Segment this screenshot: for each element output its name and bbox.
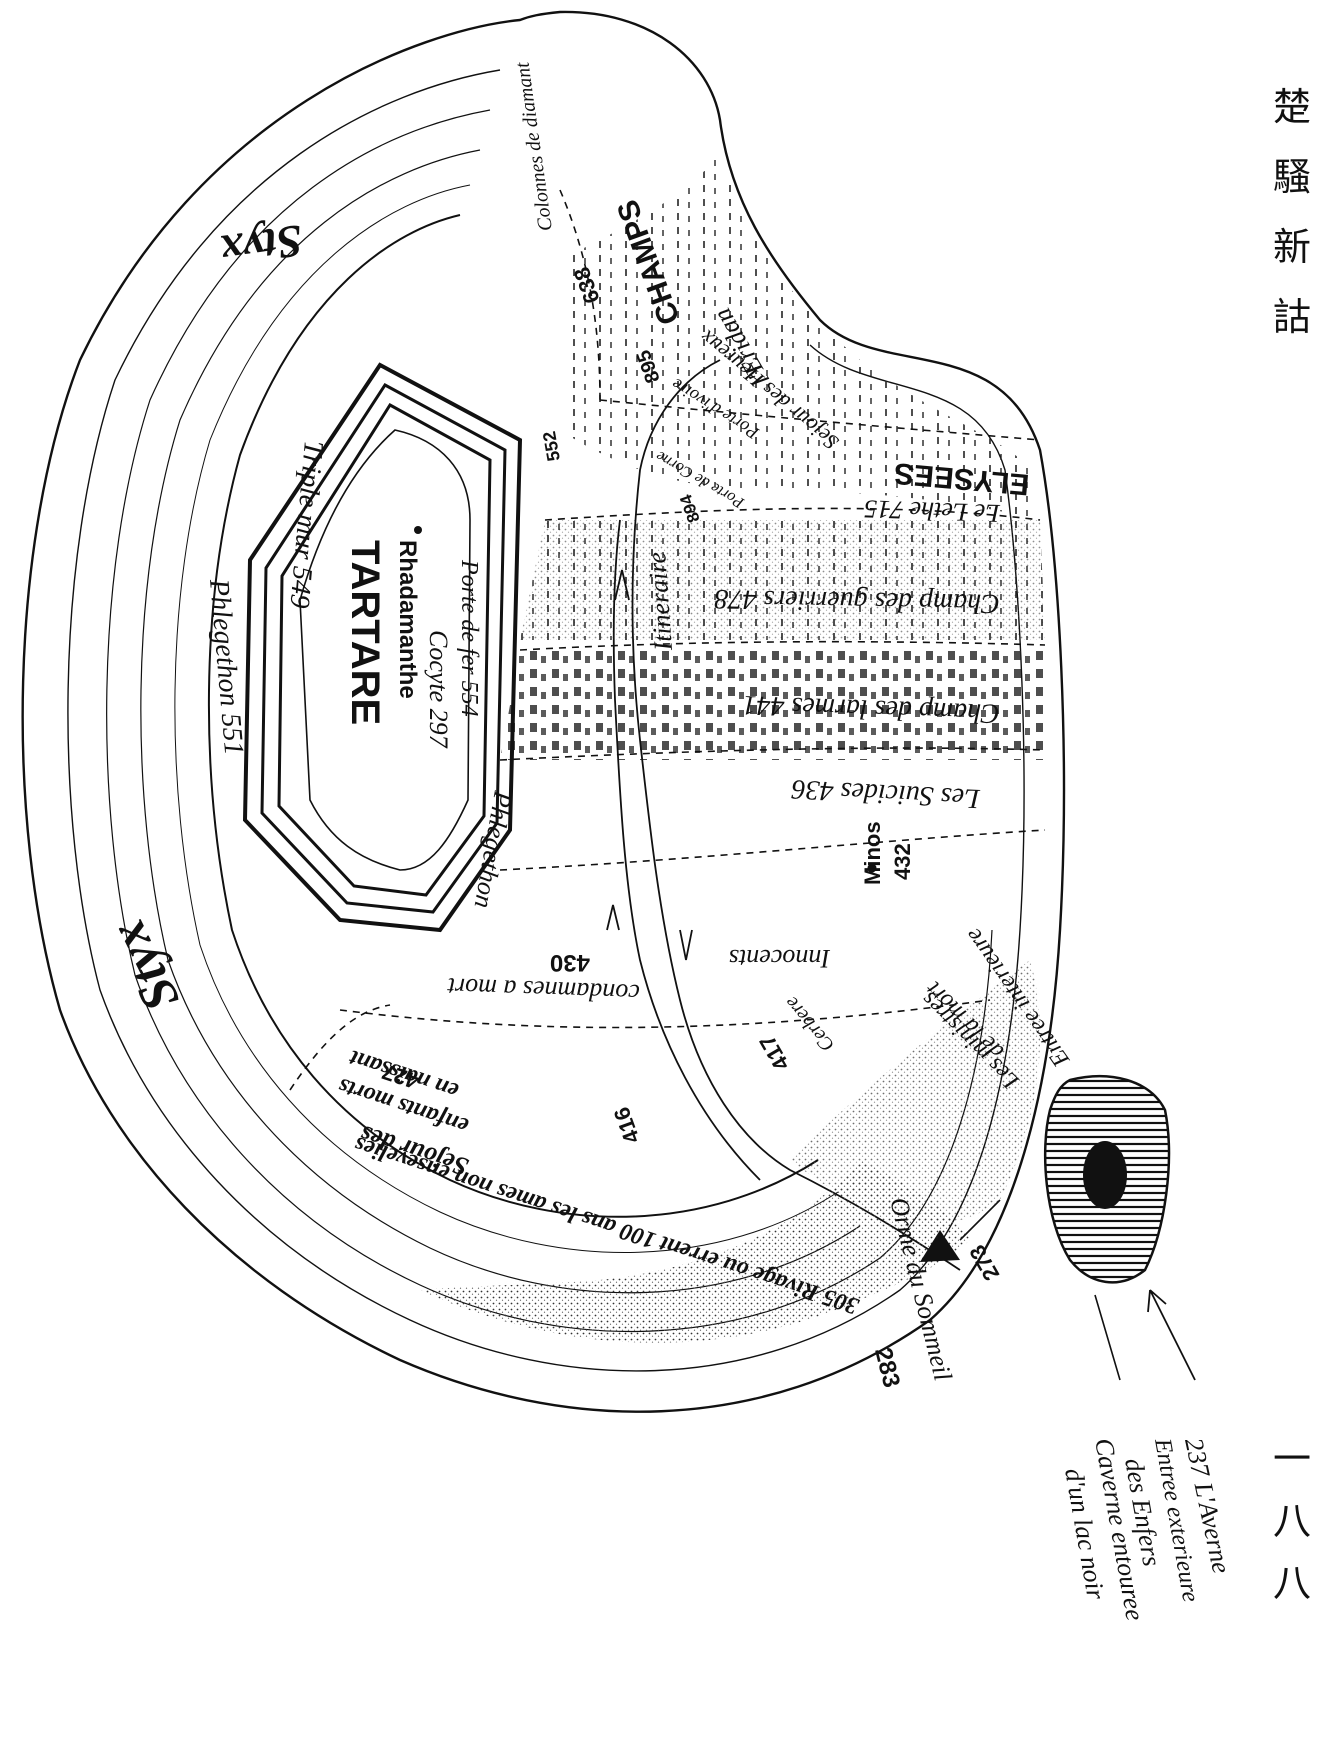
tartarus-walls: [242, 362, 523, 933]
label-432: 432: [890, 843, 915, 880]
outer-ring-5: [174, 184, 839, 1253]
route-path-2: [612, 519, 761, 1181]
elysian-region: [500, 150, 1045, 760]
page-number-vertical: 一 八 八: [1270, 1440, 1314, 1626]
label-triple-mur: Triple mur 549: [283, 439, 329, 609]
label-283: 283: [869, 1345, 905, 1390]
styx-rings: [21, 10, 1066, 1413]
outer-ring-6: [207, 214, 819, 1218]
label-cocyte: Cocyte 297: [424, 630, 453, 749]
book-title-char: 新: [1272, 225, 1311, 269]
itinerary-route: [606, 359, 961, 1271]
label-417: 417: [754, 1031, 794, 1075]
arrow-up-2: [606, 904, 620, 931]
larmes-band: [500, 650, 1045, 760]
label-273: 273: [964, 1241, 1004, 1285]
label-430: 430: [550, 949, 590, 976]
elysees-band: [560, 150, 1040, 520]
averne-cavern: [1043, 1075, 1196, 1381]
book-title-char: 騷: [1272, 155, 1311, 199]
book-title-vertical: 楚 騷 新 詁: [1270, 88, 1314, 368]
averne-arrow-2: [1094, 1294, 1121, 1381]
map-labels: Styx Styx CHAMPS 638 ELYSEES l'Eridan Se…: [99, 61, 1236, 1623]
page-number-char: 一: [1272, 1437, 1311, 1481]
averne-arrow: [1147, 1289, 1196, 1381]
label-styx-top: Styx: [218, 215, 306, 277]
tartarus-wall-3: [277, 403, 492, 897]
minos-dot: [867, 863, 877, 873]
route-path: [631, 359, 961, 1271]
label-416: 416: [609, 1104, 645, 1147]
label-porte-fer: Porte de fer 554: [456, 559, 482, 717]
orme-triangle: [920, 1230, 960, 1262]
label-colonnes: Colonnes de diamant: [511, 61, 557, 233]
line-condamnes: [339, 999, 991, 1029]
tartarus-inner: [299, 429, 471, 871]
rhadamanthe-dot: [414, 526, 422, 534]
arrow-up-1: [614, 569, 630, 601]
line-elysees: [599, 399, 1041, 441]
outer-ring-1: [21, 10, 1066, 1413]
tartarus-wall-outer: [242, 362, 523, 933]
entree-shore: [790, 960, 1040, 1224]
label-phlegethon-inner: Phlegethon: [469, 788, 518, 911]
label-suicides: Les Suicides 436: [791, 773, 982, 814]
line-larmes: [519, 640, 1046, 651]
label-itineraire: Itineraire: [642, 551, 678, 652]
line-guerriers: [544, 507, 1041, 521]
page-number-char: 八: [1272, 1561, 1311, 1605]
line-suicides: [499, 747, 1046, 761]
arrow-down-1: [679, 929, 693, 961]
label-minos: Minos: [860, 821, 885, 885]
page-number-char: 八: [1272, 1499, 1311, 1543]
lac-noir: [1083, 1141, 1127, 1209]
line-enfants: [289, 1004, 391, 1091]
tartarus-wall-2: [260, 383, 507, 914]
label-tartare: TARTARE: [343, 540, 387, 725]
label-rhadamanthe: Rhadamanthe: [394, 540, 421, 699]
label-styx-bottom: Styx: [99, 912, 191, 1020]
label-cerbere: Cerbere: [780, 992, 839, 1056]
line-champs: [559, 189, 601, 401]
guerriers-dashes: [520, 520, 1045, 640]
label-lethe: Le Lethe 715: [864, 494, 1002, 528]
label-champ-guerriers: Champ des guerriers 478: [714, 583, 1000, 619]
division-lines: [289, 189, 1046, 1091]
rivage-shore: [420, 1160, 970, 1343]
entree-inner-arrow: [959, 1199, 1001, 1241]
label-552: 552: [539, 430, 564, 463]
book-title-char: 詁: [1272, 295, 1311, 339]
label-innocents: Innocents: [729, 944, 831, 973]
book-title-char: 楚: [1272, 85, 1311, 129]
line-suicides-2: [499, 829, 1046, 871]
label-condamnes: condamnes a mort: [446, 972, 640, 1008]
